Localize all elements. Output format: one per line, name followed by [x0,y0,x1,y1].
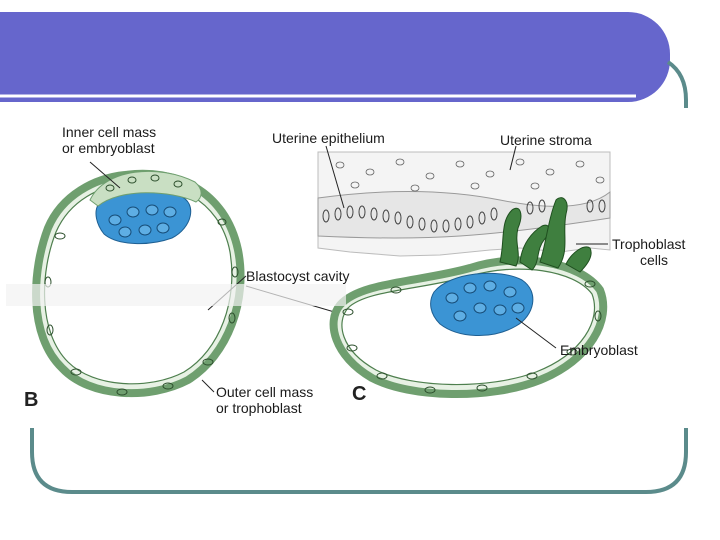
label-inner-cell-mass-line2: or embryoblast [62,140,156,156]
bleed-through-smudge [6,284,346,306]
label-uterine-epithelium: Uterine epithelium [272,130,385,146]
label-embryoblast: Embryoblast [560,342,638,358]
panel-letter-b: B [24,392,38,408]
label-outer-cell-mass-line2: or trophoblast [216,400,313,416]
header-bar [0,12,670,102]
label-uterine-stroma: Uterine stroma [500,132,592,148]
label-outer-cell-mass-line1: Outer cell mass [216,384,313,400]
blastocyst-b [36,171,240,395]
frame-top-right [668,62,686,108]
label-outer-cell-mass: Outer cell mass or trophoblast [216,384,313,416]
frame-bottom [32,428,686,492]
label-inner-cell-mass-line1: Inner cell mass [62,124,156,140]
label-inner-cell-mass: Inner cell mass or embryoblast [62,124,156,156]
panel-letter-c: C [352,386,366,402]
label-trophoblast-cells-line1: Trophoblast [612,236,685,252]
label-trophoblast-cells-line2: cells [612,252,685,268]
label-trophoblast-cells: Trophoblast cells [612,236,685,268]
label-blastocyst-cavity: Blastocyst cavity [246,268,349,284]
